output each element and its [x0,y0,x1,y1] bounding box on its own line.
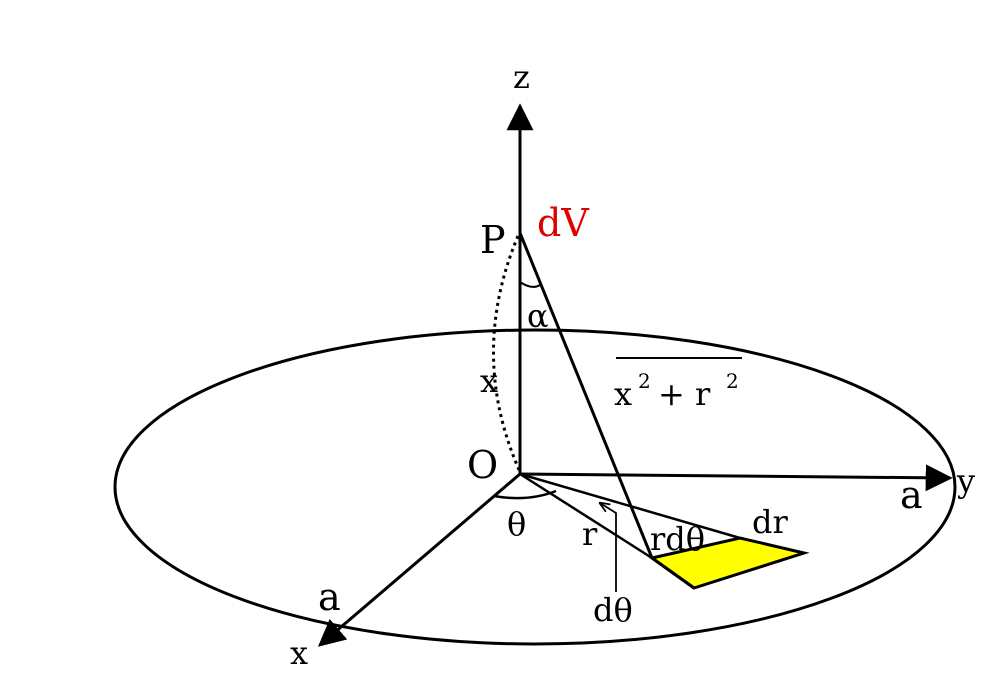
radius-a-y-label: a [900,473,923,517]
y-axis [519,464,953,492]
point-p-label: P [480,218,506,262]
radius-extension [651,556,695,590]
alpha-label: α [527,297,549,335]
y-axis-label: y [956,462,975,500]
height-x-label: x [480,362,498,400]
radius-line-1 [519,472,653,560]
theta-arc [493,489,557,500]
dv-label: dV [537,201,589,245]
distance-line [518,232,654,559]
distance-plus-label: + r [658,375,711,413]
radius-a-x-label: a [318,575,341,619]
arc-rdtheta-label: rdθ [650,520,705,558]
disk-ellipse [113,328,957,646]
radius-line-2 [519,472,741,540]
origin-label: O [467,443,498,487]
alpha-arc [519,281,541,288]
distance-exp-r-label: 2 [726,369,739,393]
z-axis-label: z [513,58,530,96]
x-axis [317,472,521,647]
x-axis-label: x [290,634,308,672]
distance-exp-x-label: 2 [638,369,651,393]
distance-base-label: x [614,375,632,413]
dtheta-label: dθ [593,591,633,629]
radius-r-label: r [582,515,598,553]
dtheta-arrow [600,503,617,592]
height-arc [492,235,522,473]
radial-dr-label: dr [752,503,788,541]
theta-label: θ [507,505,526,543]
